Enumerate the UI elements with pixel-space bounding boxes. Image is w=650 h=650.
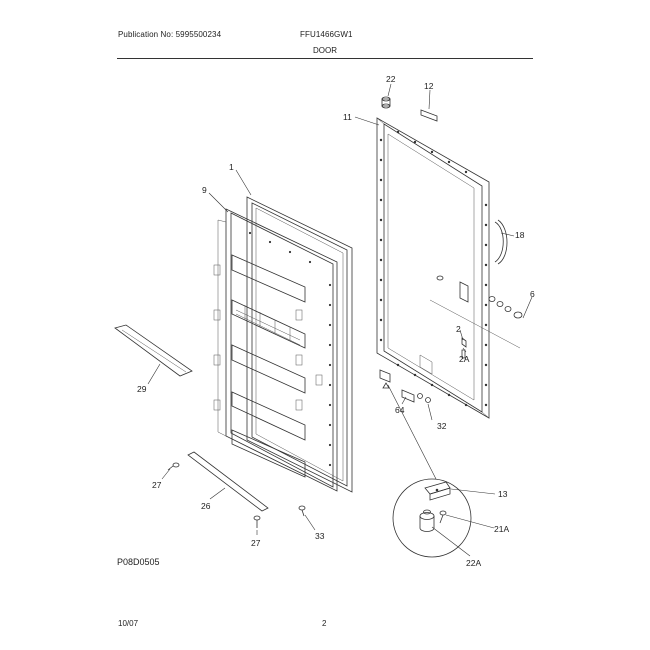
inner-door-liner	[213, 208, 338, 492]
callout-labels: 1 9 11 12 22 18 6 2 2A 64 32 29 27 26 27…	[137, 74, 535, 568]
callout-33: 33	[315, 531, 325, 541]
door-shelves	[231, 254, 306, 478]
header-rule	[117, 58, 533, 59]
door-handle-outline	[497, 219, 508, 265]
callout-32: 32	[437, 421, 447, 431]
detail-magnified-hinge	[387, 384, 472, 558]
callout-27-lower: 27	[251, 538, 261, 548]
leader-lines	[147, 83, 533, 557]
diagram-code: P08D0505	[117, 557, 160, 567]
callout-1: 1	[229, 162, 234, 172]
door-gasket	[246, 196, 353, 493]
callout-22A: 22A	[466, 558, 481, 568]
latch-assembly	[436, 275, 523, 359]
top-plate-part	[420, 109, 438, 122]
door-shelf-bar	[114, 324, 193, 377]
callout-22: 22	[386, 74, 396, 84]
part-33-fastener	[298, 505, 306, 517]
model-number: FFU1466GW1	[300, 30, 353, 39]
bottom-trim-strip	[187, 451, 269, 512]
callout-2A: 2A	[459, 354, 470, 364]
screw-bottom	[253, 515, 261, 528]
callout-9: 9	[202, 185, 207, 195]
callout-29: 29	[137, 384, 147, 394]
callout-13: 13	[498, 489, 508, 499]
callout-26: 26	[201, 501, 211, 511]
publication-number: Publication No: 5995500234	[118, 30, 222, 39]
outer-door-panel	[376, 117, 521, 419]
top-hinge-bushing	[381, 96, 391, 109]
door-handle	[494, 221, 504, 263]
callout-6: 6	[530, 289, 535, 299]
callout-11: 11	[343, 112, 352, 122]
callout-64: 64	[395, 405, 405, 415]
section-title: DOOR	[313, 46, 337, 55]
footer-date: 10/07	[118, 619, 139, 628]
page-number: 2	[322, 619, 327, 628]
bottom-hinge-parts	[379, 369, 431, 403]
callout-21A: 21A	[494, 524, 509, 534]
callout-18: 18	[515, 230, 525, 240]
callout-27-upper: 27	[152, 480, 162, 490]
callout-2: 2	[456, 324, 461, 334]
screw-top	[167, 462, 180, 471]
callout-12: 12	[424, 81, 434, 91]
